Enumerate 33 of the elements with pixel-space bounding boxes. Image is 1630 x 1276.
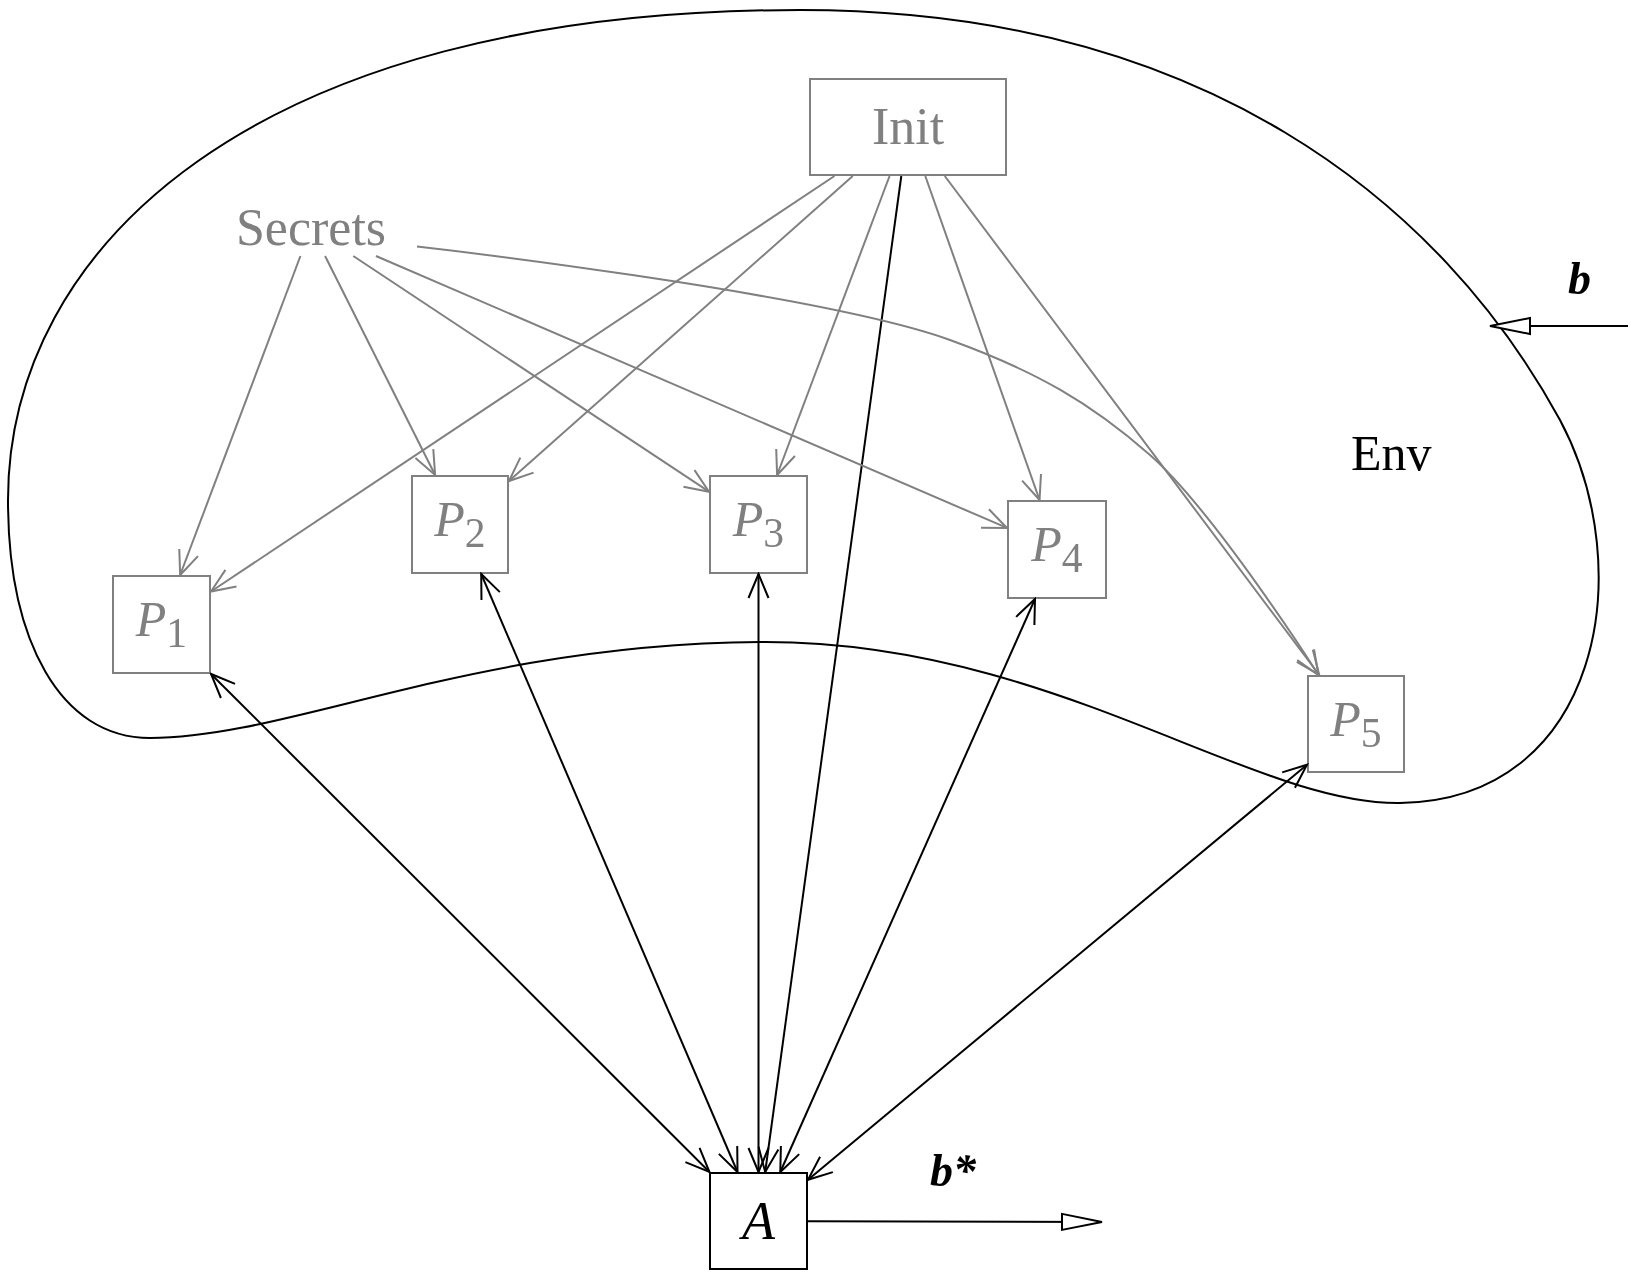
node-label: Init [871, 101, 945, 153]
arrow [1489, 317, 1629, 335]
arrow [210, 175, 836, 593]
arrow [508, 175, 854, 482]
process-box [1307, 675, 1405, 773]
arrow [779, 598, 1036, 1173]
arrow [807, 1212, 1103, 1231]
node-label: P$_{5}$ [1330, 693, 1382, 755]
node-label: Secrets [235, 202, 387, 254]
node-label: P$_{1}$ [135, 594, 188, 655]
process-box [809, 78, 1007, 176]
process-box [709, 475, 808, 574]
arrow [324, 255, 437, 476]
process-box [411, 475, 509, 574]
arrow [178, 255, 302, 576]
node-label: P$_{2}$ [434, 494, 486, 555]
node-label: P$_{4}$ [1031, 519, 1083, 580]
process-box [112, 575, 211, 674]
node-label: P$_{3}$ [732, 494, 785, 555]
region-label: Env [1351, 428, 1432, 478]
arrow [480, 573, 739, 1173]
arrow [757, 175, 903, 1173]
arrow [943, 175, 1321, 676]
arrow [374, 255, 1008, 529]
arrow [747, 573, 770, 1173]
arrow [924, 175, 1042, 501]
process-box [1007, 500, 1107, 599]
arrow [352, 255, 710, 493]
arrow [775, 175, 891, 476]
arrow [416, 245, 1320, 676]
process-box [709, 1172, 808, 1270]
arrow [807, 763, 1308, 1181]
arrow [210, 672, 711, 1173]
